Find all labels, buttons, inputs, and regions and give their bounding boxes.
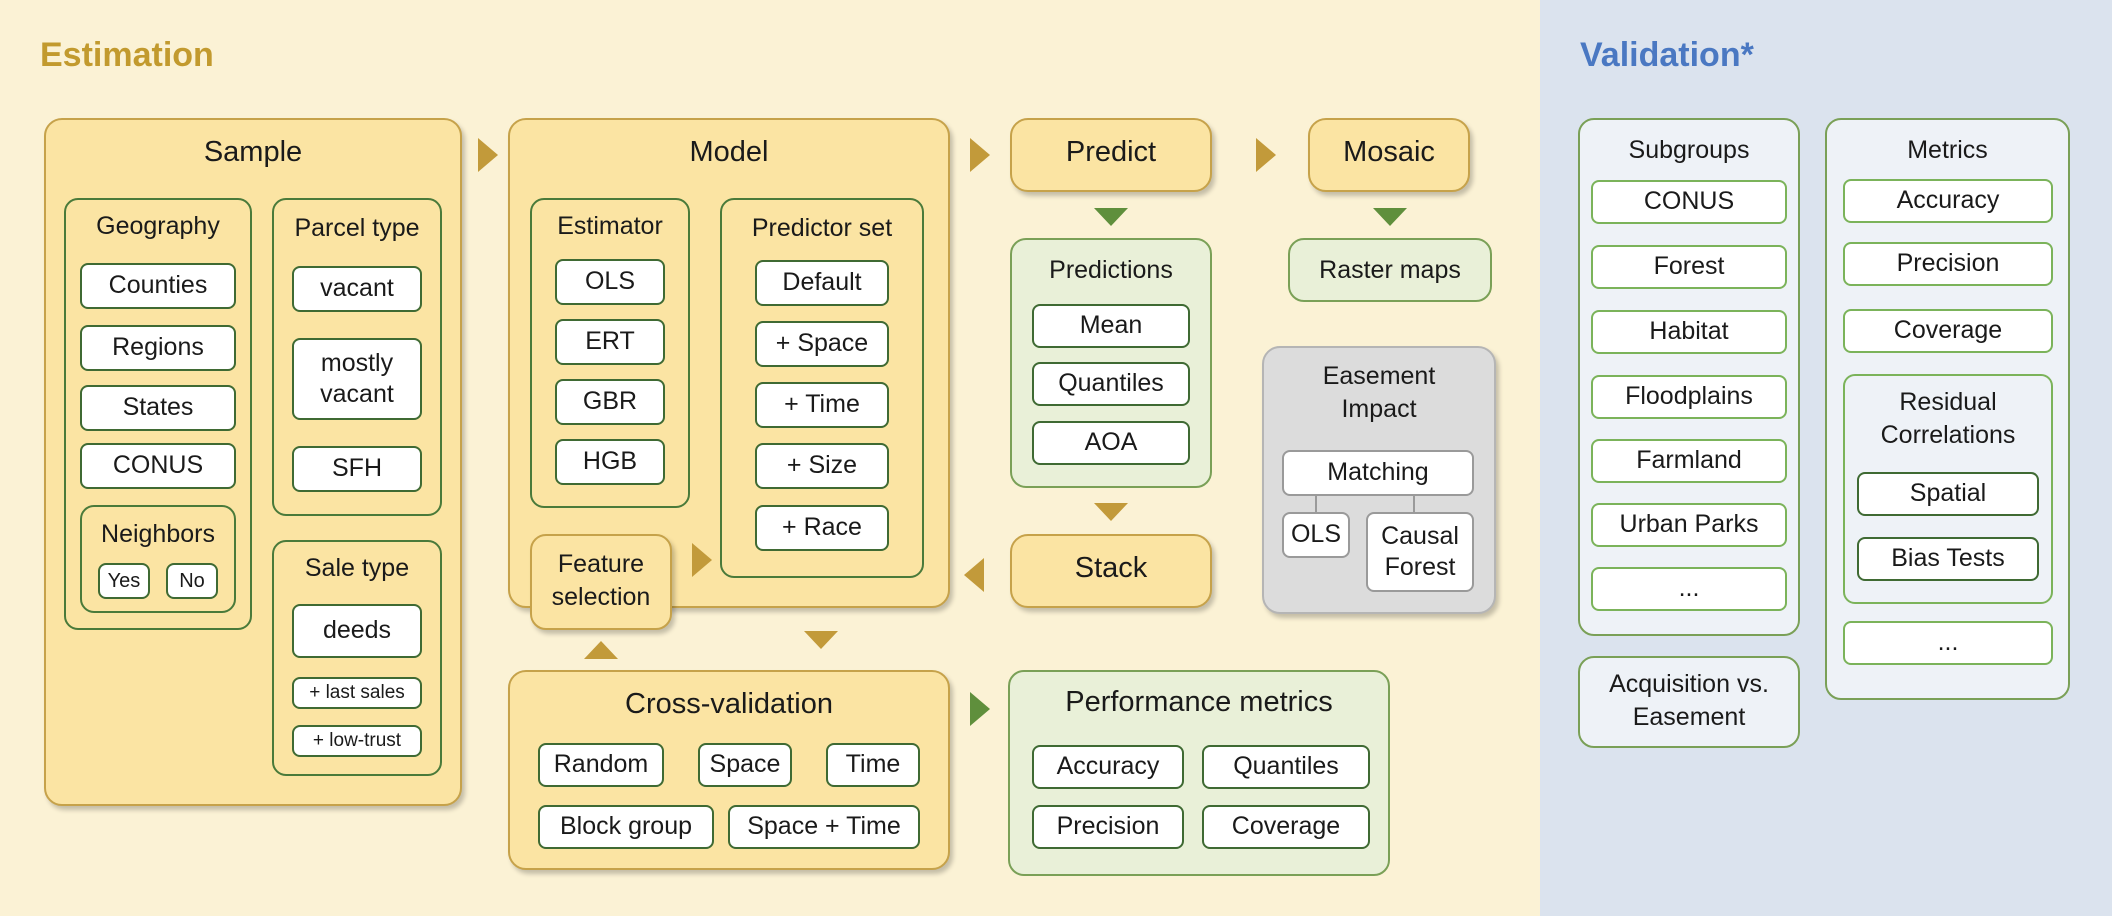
metric-more[interactable]: ...	[1843, 621, 2053, 665]
metric-coverage[interactable]: Coverage	[1843, 309, 2053, 353]
estimation-heading: Estimation	[40, 36, 214, 74]
sale-type-deeds[interactable]: deeds	[292, 604, 422, 658]
arrow-mosaic-to-raster	[1373, 208, 1407, 226]
easement-matching[interactable]: Matching	[1282, 450, 1474, 496]
model-title: Model	[689, 136, 769, 168]
predictions-title: Predictions	[1049, 256, 1173, 284]
mosaic-label: Mosaic	[1343, 136, 1435, 168]
subgroup-forest[interactable]: Forest	[1591, 245, 1787, 289]
stack-box[interactable]	[1010, 534, 1212, 608]
residual-correlations-title: Residual Correlations	[1880, 388, 2016, 449]
easement-causal-forest[interactable]: Causal Forest	[1366, 512, 1474, 592]
metrics-title: Metrics	[1907, 136, 1988, 164]
metric-bias-tests[interactable]: Bias Tests	[1857, 537, 2039, 581]
estimator-hgb[interactable]: HGB	[555, 439, 665, 485]
estimator-ert[interactable]: ERT	[555, 319, 665, 365]
matching-connector	[1315, 494, 1415, 512]
arrow-model-to-predict	[970, 138, 990, 172]
neighbors-no[interactable]: No	[166, 563, 218, 599]
subgroup-urban-parks[interactable]: Urban Parks	[1591, 503, 1787, 547]
arrow-feature-to-predictor	[692, 543, 712, 577]
estimator-gbr[interactable]: GBR	[555, 379, 665, 425]
feature-selection-label: Feature selection	[551, 550, 651, 611]
arrow-cv-to-performance	[970, 692, 990, 726]
metric-precision[interactable]: Precision	[1843, 242, 2053, 286]
metric-accuracy[interactable]: Accuracy	[1843, 179, 2053, 223]
sample-title: Sample	[203, 136, 303, 168]
sale-type-last-sales[interactable]: + last sales	[292, 677, 422, 709]
predictor-space[interactable]: + Space	[755, 321, 889, 367]
geography-title: Geography	[96, 212, 220, 240]
cv-time[interactable]: Time	[826, 743, 920, 787]
cv-space-time[interactable]: Space + Time	[728, 805, 920, 849]
neighbors-title: Neighbors	[101, 520, 215, 548]
cross-validation-title: Cross-validation	[625, 688, 833, 720]
predictor-size[interactable]: + Size	[755, 443, 889, 489]
arrow-predict-to-mosaic	[1256, 138, 1276, 172]
cv-space[interactable]: Space	[698, 743, 792, 787]
predictor-default[interactable]: Default	[755, 260, 889, 306]
geography-regions[interactable]: Regions	[80, 325, 236, 371]
sale-type-title: Sale type	[304, 554, 410, 582]
arrow-model-to-cv	[804, 631, 838, 649]
parcel-type-vacant[interactable]: vacant	[292, 266, 422, 312]
predictions-mean[interactable]: Mean	[1032, 304, 1190, 348]
acquisition-label: Acquisition vs. Easement	[1609, 670, 1769, 731]
easement-ols[interactable]: OLS	[1282, 512, 1350, 558]
stack-label: Stack	[1074, 552, 1148, 584]
cv-block-group[interactable]: Block group	[538, 805, 714, 849]
subgroup-floodplains[interactable]: Floodplains	[1591, 375, 1787, 419]
performance-metrics-title: Performance metrics	[1065, 686, 1333, 718]
performance-precision[interactable]: Precision	[1032, 805, 1184, 849]
performance-quantiles[interactable]: Quantiles	[1202, 745, 1370, 789]
subgroup-farmland[interactable]: Farmland	[1591, 439, 1787, 483]
predict-label: Predict	[1065, 136, 1157, 168]
sale-type-low-trust[interactable]: + low-trust	[292, 725, 422, 757]
mosaic-box[interactable]	[1308, 118, 1470, 192]
parcel-type-mostly-vacant[interactable]: mostly vacant	[292, 338, 422, 420]
arrow-predictions-to-stack	[1094, 503, 1128, 521]
validation-heading: Validation*	[1580, 36, 1754, 74]
cv-random[interactable]: Random	[538, 743, 664, 787]
acquisition-box[interactable]	[1578, 656, 1800, 748]
raster-maps-label: Raster maps	[1319, 256, 1461, 284]
parcel-type-sfh[interactable]: SFH	[292, 446, 422, 492]
metric-spatial[interactable]: Spatial	[1857, 472, 2039, 516]
feature-selection-box[interactable]	[530, 534, 672, 630]
raster-maps-box[interactable]	[1288, 238, 1492, 302]
predictions-quantiles[interactable]: Quantiles	[1032, 362, 1190, 406]
predictor-race[interactable]: + Race	[755, 505, 889, 551]
arrow-cv-to-feature	[584, 641, 618, 659]
subgroups-title: Subgroups	[1628, 136, 1750, 164]
easement-impact-title: Easement Impact	[1322, 362, 1436, 423]
subgroup-conus[interactable]: CONUS	[1591, 180, 1787, 224]
parcel-type-title: Parcel type	[294, 214, 420, 242]
predictor-time[interactable]: + Time	[755, 382, 889, 428]
performance-coverage[interactable]: Coverage	[1202, 805, 1370, 849]
arrow-stack-to-model	[964, 558, 984, 592]
geography-counties[interactable]: Counties	[80, 263, 236, 309]
neighbors-yes[interactable]: Yes	[98, 563, 150, 599]
predictor-set-title: Predictor set	[751, 214, 893, 242]
subgroup-more[interactable]: ...	[1591, 567, 1787, 611]
performance-accuracy[interactable]: Accuracy	[1032, 745, 1184, 789]
estimator-ols[interactable]: OLS	[555, 259, 665, 305]
subgroup-habitat[interactable]: Habitat	[1591, 310, 1787, 354]
arrow-sample-to-model	[478, 138, 498, 172]
arrow-predict-to-predictions	[1094, 208, 1128, 226]
predict-box[interactable]	[1010, 118, 1212, 192]
predictions-aoa[interactable]: AOA	[1032, 421, 1190, 465]
geography-conus[interactable]: CONUS	[80, 443, 236, 489]
estimator-title: Estimator	[557, 212, 663, 240]
geography-states[interactable]: States	[80, 385, 236, 431]
